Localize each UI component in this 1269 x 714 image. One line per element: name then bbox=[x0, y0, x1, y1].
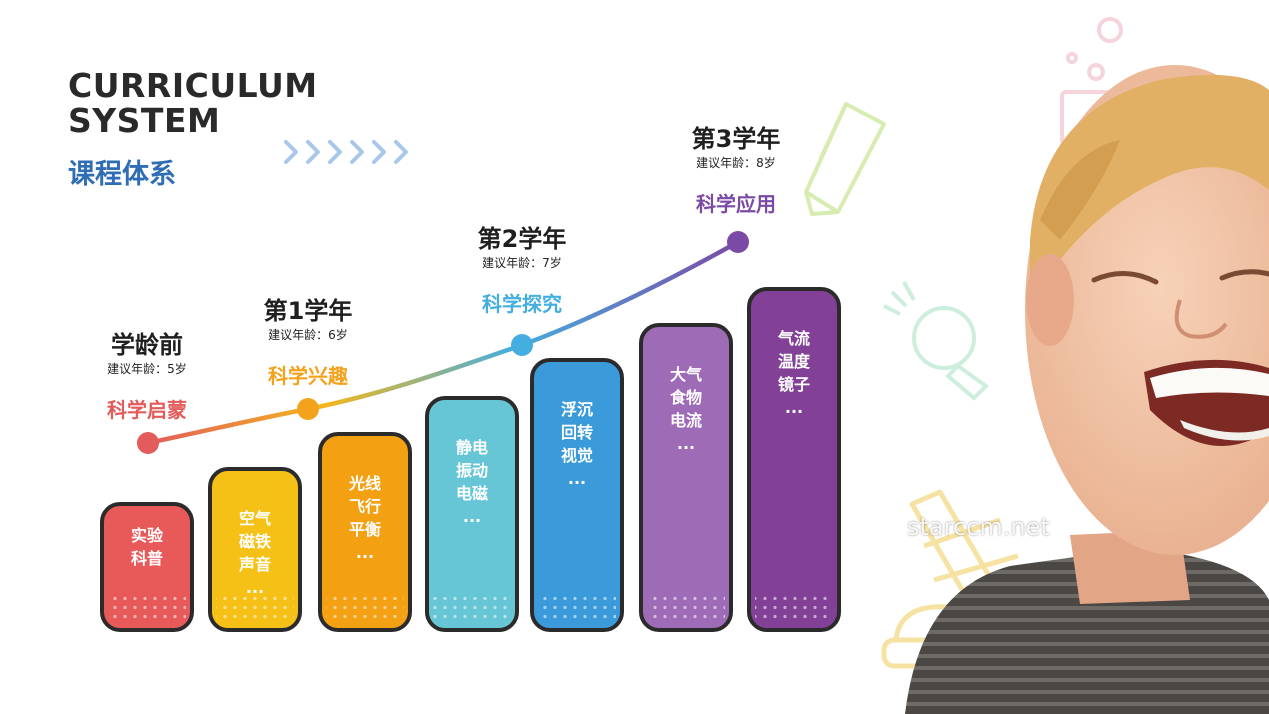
stage-year-2: 第2学年 建议年龄：7岁 科学探究 bbox=[457, 224, 587, 317]
topic-item: ... bbox=[567, 469, 587, 488]
stage-preschool: 学龄前 建议年龄：5岁 科学启蒙 bbox=[82, 330, 212, 423]
stage-theme: 科学探究 bbox=[482, 292, 562, 316]
pencil-icon bbox=[804, 102, 886, 216]
topic-item: 静电 bbox=[455, 438, 488, 457]
bar-dot-pattern bbox=[755, 592, 833, 622]
topic-bar-label: 大气食物电流... bbox=[641, 363, 731, 455]
topic-item: 磁铁 bbox=[238, 532, 271, 551]
topic-item: 温度 bbox=[777, 352, 810, 371]
topic-item: 浮沉 bbox=[560, 400, 593, 419]
stage-dot bbox=[511, 334, 533, 356]
topic-bar-label: 静电振动电磁... bbox=[427, 436, 517, 528]
topic-item: ... bbox=[245, 578, 265, 597]
watermark: starccm.net bbox=[907, 513, 1050, 541]
bar-dot-pattern bbox=[433, 592, 511, 622]
bar-dot-pattern bbox=[647, 592, 725, 622]
stage-dot bbox=[137, 432, 159, 454]
bar-dot-pattern bbox=[538, 592, 616, 622]
topic-bar bbox=[208, 467, 302, 632]
title-chinese: 课程体系 bbox=[68, 159, 176, 190]
topic-item: 空气 bbox=[238, 509, 271, 528]
topic-item: 声音 bbox=[238, 555, 271, 574]
topic-item: 光线 bbox=[348, 474, 381, 493]
topic-item: ... bbox=[676, 434, 696, 453]
stage-age: 建议年龄：5岁 bbox=[107, 362, 187, 376]
title-english-line2: SYSTEM bbox=[68, 101, 221, 140]
topic-bar bbox=[639, 323, 733, 632]
topic-item: 平衡 bbox=[348, 520, 381, 539]
bar-dot-pattern bbox=[216, 592, 294, 622]
topic-item: 食物 bbox=[669, 388, 702, 407]
topic-bar-label: 实验科普 bbox=[102, 524, 192, 570]
lightbulb-icon bbox=[883, 281, 990, 401]
topic-item: 电流 bbox=[669, 411, 702, 430]
stage-age: 建议年龄：8岁 bbox=[696, 156, 776, 170]
topic-item: 振动 bbox=[455, 461, 488, 480]
topic-bar-label: 空气磁铁声音... bbox=[210, 507, 300, 599]
stage-theme: 科学启蒙 bbox=[107, 398, 187, 422]
stage-dot bbox=[297, 398, 319, 420]
topic-item: 飞行 bbox=[348, 497, 381, 516]
stage-theme: 科学应用 bbox=[696, 192, 776, 216]
child-photo bbox=[905, 65, 1269, 714]
topic-bar bbox=[747, 287, 841, 632]
stage-name: 学龄前 bbox=[111, 331, 183, 359]
topic-bar bbox=[530, 358, 624, 632]
stage-dot bbox=[727, 231, 749, 253]
stage-name: 第2学年 bbox=[477, 225, 567, 253]
topic-item: 回转 bbox=[560, 423, 593, 442]
chevron-arrows-icon bbox=[284, 140, 408, 164]
title-english: CURRICULUM SYSTEM bbox=[68, 68, 318, 138]
topic-item: 实验 bbox=[130, 526, 163, 545]
stage-year-3: 第3学年 建议年龄：8岁 科学应用 bbox=[671, 124, 801, 217]
topic-item: 大气 bbox=[669, 365, 702, 384]
topic-item: 科普 bbox=[130, 549, 163, 568]
topic-item: ... bbox=[462, 507, 482, 526]
title-english-line1: CURRICULUM bbox=[68, 66, 318, 105]
stage-name: 第1学年 bbox=[263, 297, 353, 325]
topic-bar bbox=[318, 432, 412, 632]
growth-curve bbox=[145, 239, 741, 446]
stage-name: 第3学年 bbox=[691, 125, 781, 153]
topic-bar-label: 气流温度镜子... bbox=[749, 327, 839, 419]
topic-item: 视觉 bbox=[560, 446, 593, 465]
bar-dot-pattern bbox=[326, 592, 404, 622]
topic-item: 电磁 bbox=[455, 484, 488, 503]
topic-item: ... bbox=[355, 543, 375, 562]
topic-bar bbox=[425, 396, 519, 632]
topic-bar-label: 光线飞行平衡... bbox=[320, 472, 410, 564]
stage-theme: 科学兴趣 bbox=[268, 364, 348, 388]
stage-age: 建议年龄：6岁 bbox=[268, 328, 348, 342]
topic-item: ... bbox=[784, 398, 804, 417]
stage-year-1: 第1学年 建议年龄：6岁 科学兴趣 bbox=[243, 296, 373, 389]
topic-bar-label: 浮沉回转视觉... bbox=[532, 398, 622, 490]
topic-item: 气流 bbox=[777, 329, 810, 348]
stage-age: 建议年龄：7岁 bbox=[482, 256, 562, 270]
bar-dot-pattern bbox=[108, 592, 186, 622]
topic-item: 镜子 bbox=[777, 375, 810, 394]
